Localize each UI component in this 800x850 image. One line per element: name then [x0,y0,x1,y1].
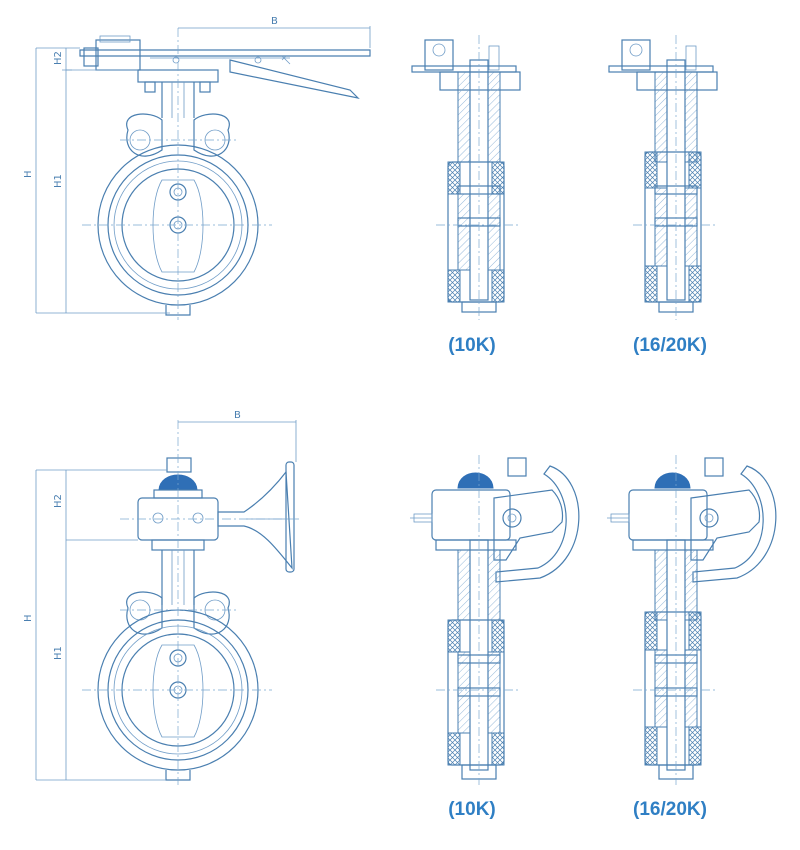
gear-valve-front-view [35,420,300,785]
lever-valve-section-10k [411,35,521,320]
dim-label-h1: H1 [53,174,64,188]
caption-lever-16-20k: (16/20K) [633,335,707,356]
lever-valve-front-view [35,26,371,320]
dim-label-h: H [23,170,34,178]
dim-label-h1-gear: H1 [53,646,64,660]
gear-valve-section-16-20k [607,455,777,785]
caption-lever-10k: (10K) [448,335,496,356]
dim-label-b: B [271,16,278,27]
dim-label-h-gear: H [23,614,34,622]
dim-label-b-gear: B [234,410,241,421]
dim-label-h2-gear: H2 [53,494,64,508]
caption-gear-10k: (10K) [448,799,496,820]
caption-gear-16-20k: (16/20K) [633,799,707,820]
lever-valve-section-16-20k [608,35,718,320]
dim-label-h2: H2 [53,51,64,65]
gear-valve-section-10k [410,455,580,785]
